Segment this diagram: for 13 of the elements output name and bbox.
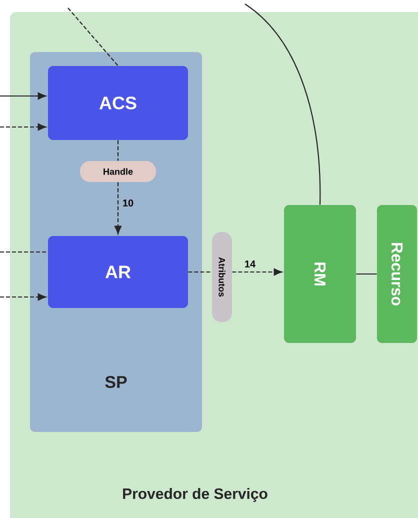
- process-box: Recurso: [377, 205, 417, 343]
- arrow: [232, 268, 282, 276]
- arrow: [0, 293, 46, 301]
- arrow: [0, 123, 46, 131]
- arrow: [114, 182, 122, 234]
- edge-label: 10: [123, 199, 134, 207]
- process-box: RM: [284, 205, 356, 343]
- process-box: AR: [48, 236, 188, 308]
- process-box: ACS: [48, 66, 188, 140]
- data-pill: Atributos: [212, 232, 232, 322]
- arrow: [0, 92, 46, 100]
- data-pill: Handle: [80, 161, 156, 182]
- edge-label: 14: [245, 260, 256, 268]
